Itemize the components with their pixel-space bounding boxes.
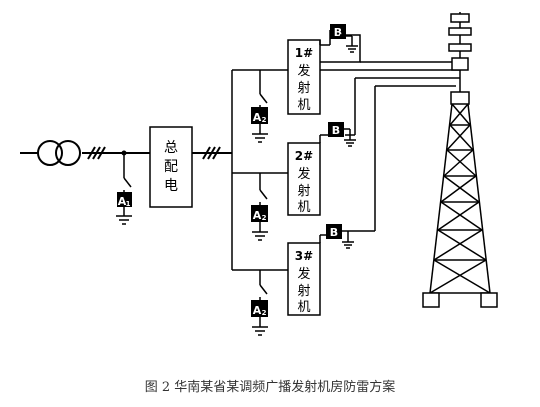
transmitter-2-char-2: 射	[297, 183, 310, 199]
a2-sub-1: 2	[262, 116, 267, 124]
a2-sub-3: 2	[262, 309, 267, 317]
a1-sub: 1	[126, 200, 131, 208]
panel-char-3: 电	[164, 178, 178, 194]
transmission-tower	[429, 12, 491, 294]
transmitter-1-char-2: 射	[297, 80, 310, 96]
a2-letter-1: A	[253, 111, 262, 124]
a2-branch-3	[252, 270, 268, 336]
a1-junction-dot	[121, 150, 127, 156]
b-letter-3: B	[330, 226, 338, 239]
a2-protector-1: A 2	[251, 107, 268, 124]
transmitter-2-char-3: 机	[297, 200, 310, 215]
b-connections	[319, 30, 358, 249]
transmitter-2-number: 2#	[295, 149, 313, 163]
transmitter-3-number: 3#	[295, 249, 313, 263]
tower-footings	[422, 292, 498, 308]
b-protector-1: B	[330, 24, 346, 39]
panel-char-1: 总	[164, 140, 178, 156]
figure-caption: 图 2 华南某省某调频广播发射机房防雷方案	[144, 380, 396, 395]
b-letter-1: B	[334, 26, 342, 39]
transmitter-1-number: 1#	[295, 46, 313, 60]
transmitter-3-char-3: 机	[297, 300, 310, 315]
a2-branch-2	[252, 173, 268, 241]
transmitter-1-char-3: 机	[297, 98, 310, 113]
a2-letter-3: A	[253, 304, 262, 317]
three-phase-marks-1	[87, 146, 106, 160]
panel-char-2: 配	[164, 159, 178, 175]
a2-sub-2: 2	[262, 214, 267, 222]
a2-branch-1	[252, 70, 268, 143]
a1-protector: A 1	[117, 192, 132, 208]
feeder-cables	[320, 34, 460, 232]
transmitter-1-char-1: 发	[297, 63, 310, 79]
transmitter-2: 2# 发 射 机	[287, 142, 321, 216]
a2-protector-3: A 2	[251, 300, 268, 317]
a1-letter: A	[118, 195, 127, 208]
three-phase-marks-2	[202, 146, 221, 160]
a1-protector-branch	[116, 153, 132, 225]
transmitter-1: 1# 发 射 机	[287, 39, 321, 115]
a2-letter-2: A	[253, 209, 262, 222]
transmitter-2-char-1: 发	[297, 166, 310, 182]
transmitter-3-char-1: 发	[297, 266, 310, 282]
a2-protector-2: A 2	[251, 205, 268, 222]
b-letter-2: B	[332, 124, 340, 137]
main-distribution-panel: 总 配 电 柜	[149, 126, 193, 208]
transmitter-3-char-2: 射	[297, 283, 310, 299]
transmitter-3: 3# 发 射 机	[287, 242, 321, 316]
b-protector-3: B	[326, 224, 342, 239]
b-protector-2: B	[328, 122, 344, 137]
transformer-symbol	[37, 140, 81, 166]
